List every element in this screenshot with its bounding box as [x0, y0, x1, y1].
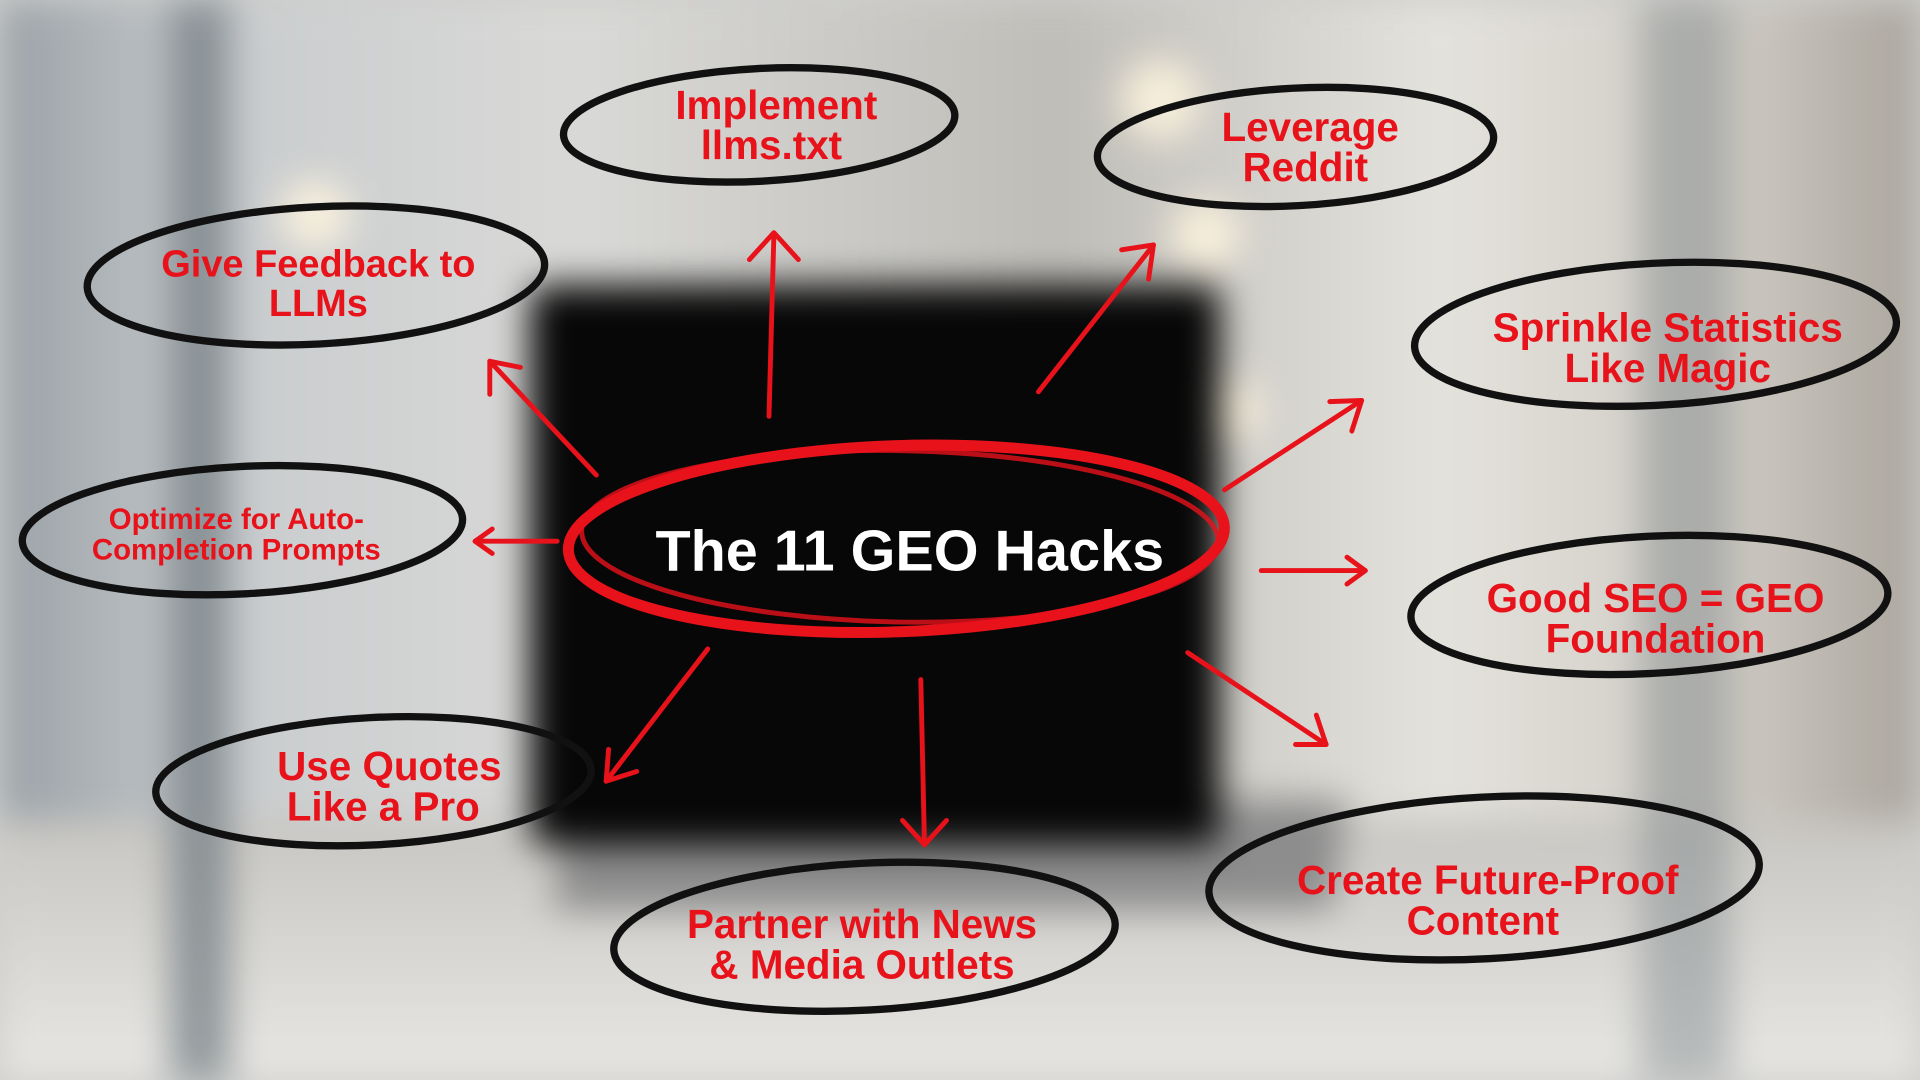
arrow-to-quotes — [603, 646, 711, 784]
arrow-to-create — [1185, 650, 1329, 747]
svg-text:Optimize for Auto-Completion P: Optimize for Auto-Completion Prompts — [92, 503, 381, 567]
arrow-to-partner — [918, 677, 927, 848]
arrow-head — [1119, 242, 1156, 282]
arrows — [472, 230, 1368, 848]
node-optimize-autocompletion: Optimize for Auto-Completion Prompts — [18, 461, 467, 599]
svg-text:Partner with News& Media Outle: Partner with News& Media Outlets — [687, 901, 1037, 987]
laptop — [530, 285, 1220, 845]
node-label: & Media Outlets — [709, 941, 1014, 987]
arrow-to-sprinkle — [1222, 397, 1365, 493]
node-label: llms.txt — [701, 122, 842, 168]
arrow-head — [603, 746, 640, 784]
node-label: Partner with News — [687, 901, 1037, 947]
node-label: Like Magic — [1564, 345, 1771, 391]
arrow-head — [900, 817, 949, 848]
center-title: The 11 GEO Hacks — [655, 520, 1164, 584]
arrow-head — [487, 358, 523, 397]
node-label: Give Feedback to — [161, 244, 475, 286]
arrow-head — [1327, 397, 1365, 434]
node-label: Use Quotes — [277, 743, 501, 789]
arrow-to-implement — [766, 232, 777, 419]
node-label: Completion Prompts — [92, 534, 381, 567]
node-label: Create Future-Proof — [1297, 857, 1679, 903]
arrow-head — [746, 230, 801, 263]
node-label: Sprinkle Statistics — [1493, 305, 1843, 351]
node-label: Implement — [675, 82, 877, 128]
arrow-head — [1344, 554, 1368, 587]
arrow-to-feedback — [487, 358, 599, 478]
node-label: Optimize for Auto- — [109, 503, 364, 536]
node-label: Like a Pro — [287, 783, 480, 829]
center-node: The 11 GEO Hacks — [562, 439, 1230, 638]
node-label: Leverage — [1222, 104, 1399, 150]
arrow-head — [1293, 712, 1329, 747]
node-label: Reddit — [1242, 144, 1368, 190]
arrow-to-reddit — [1035, 242, 1156, 395]
arrow-head — [472, 526, 495, 556]
node-label: LLMs — [269, 283, 368, 325]
node-label: Content — [1407, 897, 1560, 943]
node-partner-news: Partner with News& Media Outlets — [610, 858, 1119, 1015]
node-label: Good SEO = GEO — [1487, 575, 1825, 621]
node-label: Foundation — [1546, 616, 1766, 662]
